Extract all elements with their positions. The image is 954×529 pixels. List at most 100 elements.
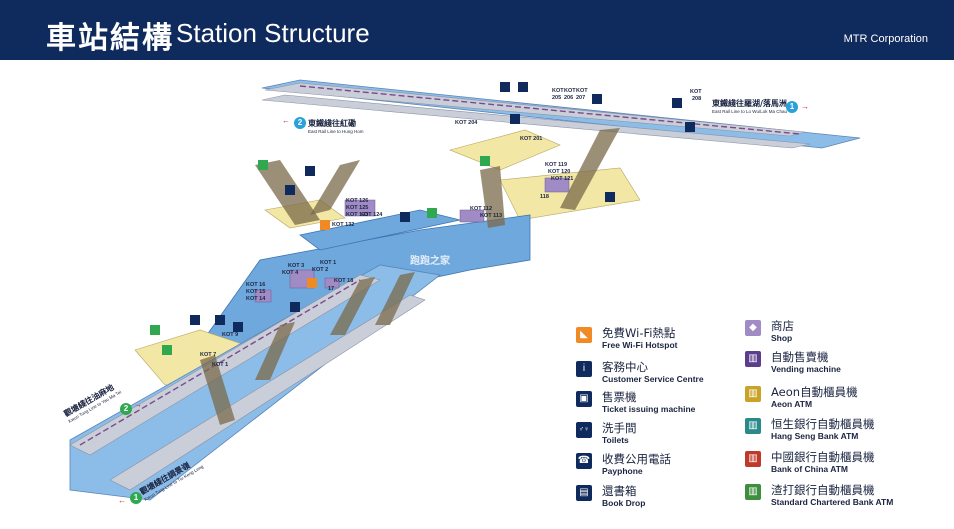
header: 車站結構 Station Structure MTR Corporation [0, 0, 954, 60]
station-map: 東鐵綫往羅湖/落馬洲 East Rail Line to Lo Wu/Lok M… [0, 60, 954, 529]
legend-label-cn: 客務中心 [602, 360, 648, 374]
escalator-6 [255, 322, 295, 380]
direction-label-platform-1-upper: 東鐵綫往羅湖/落馬洲 East Rail Line to Lo Wu/Lok M… [712, 98, 787, 114]
escalator-7 [330, 277, 375, 335]
legend-label-en: Bank of China ATM [771, 464, 848, 474]
shop-block-3 [344, 199, 376, 217]
vending-machine-icon: ▥ [745, 351, 761, 367]
escalator-8 [375, 272, 415, 325]
exit-label: 205 [552, 95, 562, 101]
legend-label-cn: 收費公用電話 [602, 452, 671, 466]
exit-label: KOT 14 [246, 296, 266, 302]
platform-number-2-lower: 2 [120, 403, 132, 415]
exit-label: KOT 126 [346, 198, 369, 204]
arrow-left-icon: ← [118, 496, 126, 505]
exit-label: KOT 204 [455, 120, 478, 126]
standard-chartered-atm-icon: ▥ [745, 484, 761, 500]
legend-label-cn: 商店 [771, 319, 794, 333]
arrow-left-icon: ← [282, 116, 290, 125]
legend-label-cn: 免費Wi-Fi熱點 [602, 326, 676, 340]
shop-block-4 [544, 177, 570, 193]
exit-label: KOT [552, 88, 564, 94]
exit-label: KOT 9 [222, 332, 239, 338]
shop-icon: ◆ [745, 320, 761, 336]
legend-label-en: Standard Chartered Bank ATM [771, 497, 894, 507]
exit-label: KOT 1 [320, 260, 337, 266]
exit-label: KOT 7 [200, 352, 217, 358]
exit-label: 206 [564, 95, 574, 101]
legend-label-cn: 自動售賣機 [771, 350, 829, 364]
legend-label-cn: 還書箱 [602, 484, 637, 498]
hang-seng-atm-icon: ▥ [745, 418, 761, 434]
shop-block-2 [324, 277, 340, 289]
exit-label: KOT 121 [551, 176, 574, 182]
exit-label: KOT [690, 89, 702, 95]
legend-label-en: Payphone [602, 466, 643, 476]
exit-label: KOT 123 [346, 212, 369, 218]
escalator-5 [200, 355, 235, 425]
platform-number-2-upper: 2 [294, 117, 306, 129]
exit-label: KOT 125 [346, 205, 369, 211]
direction-en: East Rail Line to Hung Hom [308, 129, 364, 134]
legend-label-en: Aeon ATM [771, 399, 813, 409]
direction-label-platform-2-upper: 東鐵綫往紅磡 East Rail Line to Hung Hom [308, 118, 364, 134]
concourse-upper-right [449, 129, 561, 171]
arrow-right-icon: → [801, 102, 809, 111]
platform-number-1-upper: 1 [786, 101, 798, 113]
exit-label: KOT 3 [288, 263, 305, 269]
aeon-atm-icon: ▥ [745, 386, 761, 402]
exit-label: 118 [540, 194, 549, 200]
exit-label: KOT 120 [548, 169, 571, 175]
legend-label-en: Free Wi-Fi Hotspot [602, 340, 678, 350]
exit-label: KOT 18 [334, 278, 354, 284]
boc-atm-icon: ▥ [745, 451, 761, 467]
platform-number-1-lower: 1 [130, 492, 142, 504]
exit-label: KOT [564, 88, 576, 94]
direction-en: East Rail Line to Lo Wu/Lok Ma Chau [712, 109, 787, 114]
payphone-icon: ☎ [576, 453, 592, 469]
legend-label-cn: 渣打銀行自動櫃員機 [771, 483, 875, 497]
exit-label: KOT 15 [246, 289, 266, 295]
upper-train-windows [299, 85, 801, 135]
exit-label: KOT 119 [545, 162, 568, 168]
direction-cn: 東鐵綫往紅磡 [308, 118, 356, 128]
book-drop-icon: ▤ [576, 485, 592, 501]
station-diagram [69, 79, 861, 501]
exit-label: KOT 16 [246, 282, 266, 288]
direction-cn: 東鐵綫往羅湖/落馬洲 [712, 98, 787, 108]
legend-label-cn: 恒生銀行自動櫃員機 [771, 417, 875, 431]
legend-label-en: Hang Seng Bank ATM [771, 431, 859, 441]
toilet-icon: ♂♀ [576, 422, 592, 438]
exit-label: KOT [576, 88, 588, 94]
escalator-3 [480, 166, 505, 228]
exit-label: KOT 4 [282, 270, 299, 276]
customer-service-icon: i [576, 361, 592, 377]
exit-label: KOT 132 [332, 222, 355, 228]
escalator-2 [310, 160, 360, 215]
ticket-machine-icon: ▣ [576, 391, 592, 407]
exit-label: KOT 201 [520, 136, 543, 142]
exit-label: 207 [576, 95, 586, 101]
exit-label: KOT 112 [470, 206, 493, 212]
legend-label-cn: 售票機 [602, 390, 637, 404]
legend-label-cn: Aeon自動櫃員機 [771, 385, 858, 399]
wifi-icon: ◣ [576, 327, 592, 343]
legend-label-cn: 中國銀行自動櫃員機 [771, 450, 875, 464]
legend-label-en: Shop [771, 333, 793, 343]
exit-label: KOT 1 [212, 362, 229, 368]
exit-label: KOT 113 [480, 213, 503, 219]
lower-train-1 [69, 274, 381, 456]
lower-train-windows [79, 279, 361, 446]
legend-label-en: Toilets [602, 435, 629, 445]
lower-train-2 [109, 294, 426, 491]
exit-label: 17 [328, 286, 335, 292]
legend-label-cn: 洗手間 [602, 421, 637, 435]
page-title-en: Station Structure [176, 18, 370, 48]
legend-label-en: Ticket issuing machine [602, 404, 696, 414]
facility-icons [150, 82, 695, 355]
exit-label: KOT 2 [312, 267, 329, 273]
legend-label-en: Customer Service Centre [602, 374, 704, 384]
operator-name: MTR Corporation [843, 33, 928, 45]
exit-label: KOT 124 [360, 212, 383, 218]
escalator-4 [560, 128, 620, 210]
